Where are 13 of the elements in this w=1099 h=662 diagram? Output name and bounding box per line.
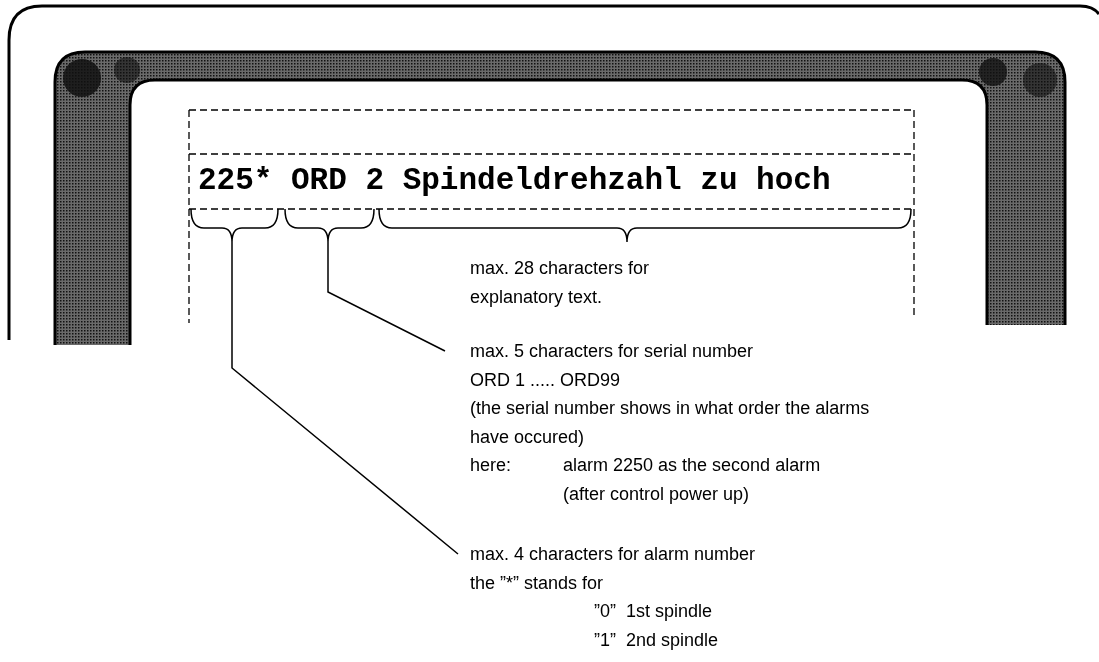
display-message-text: 225* ORD 2 Spindeldrehzahl zu hoch bbox=[198, 163, 831, 199]
annotation-text: the ”*” stands for bbox=[470, 571, 605, 595]
annotation-text: max. 4 characters for alarm number bbox=[470, 543, 757, 566]
annotation-text: here: bbox=[470, 454, 513, 477]
annotation-text: (the serial number shows in what order the alarms have occured) bbox=[470, 397, 871, 449]
annotation-text: ”1” 2nd spindle bbox=[594, 628, 720, 652]
leader-line bbox=[327, 241, 446, 352]
annotation-text: ”0” 1st spindle bbox=[594, 600, 714, 623]
annotation-text: alarm 2250 as the second alarm (after control power up) bbox=[563, 454, 822, 506]
leader-line bbox=[231, 241, 459, 555]
annotation-text: max. 5 characters for serial number bbox=[470, 340, 755, 363]
annotation-text: max. 28 characters for explanatory text. bbox=[470, 257, 651, 309]
annotation-text: ORD 1 ..... ORD99 bbox=[470, 368, 622, 392]
